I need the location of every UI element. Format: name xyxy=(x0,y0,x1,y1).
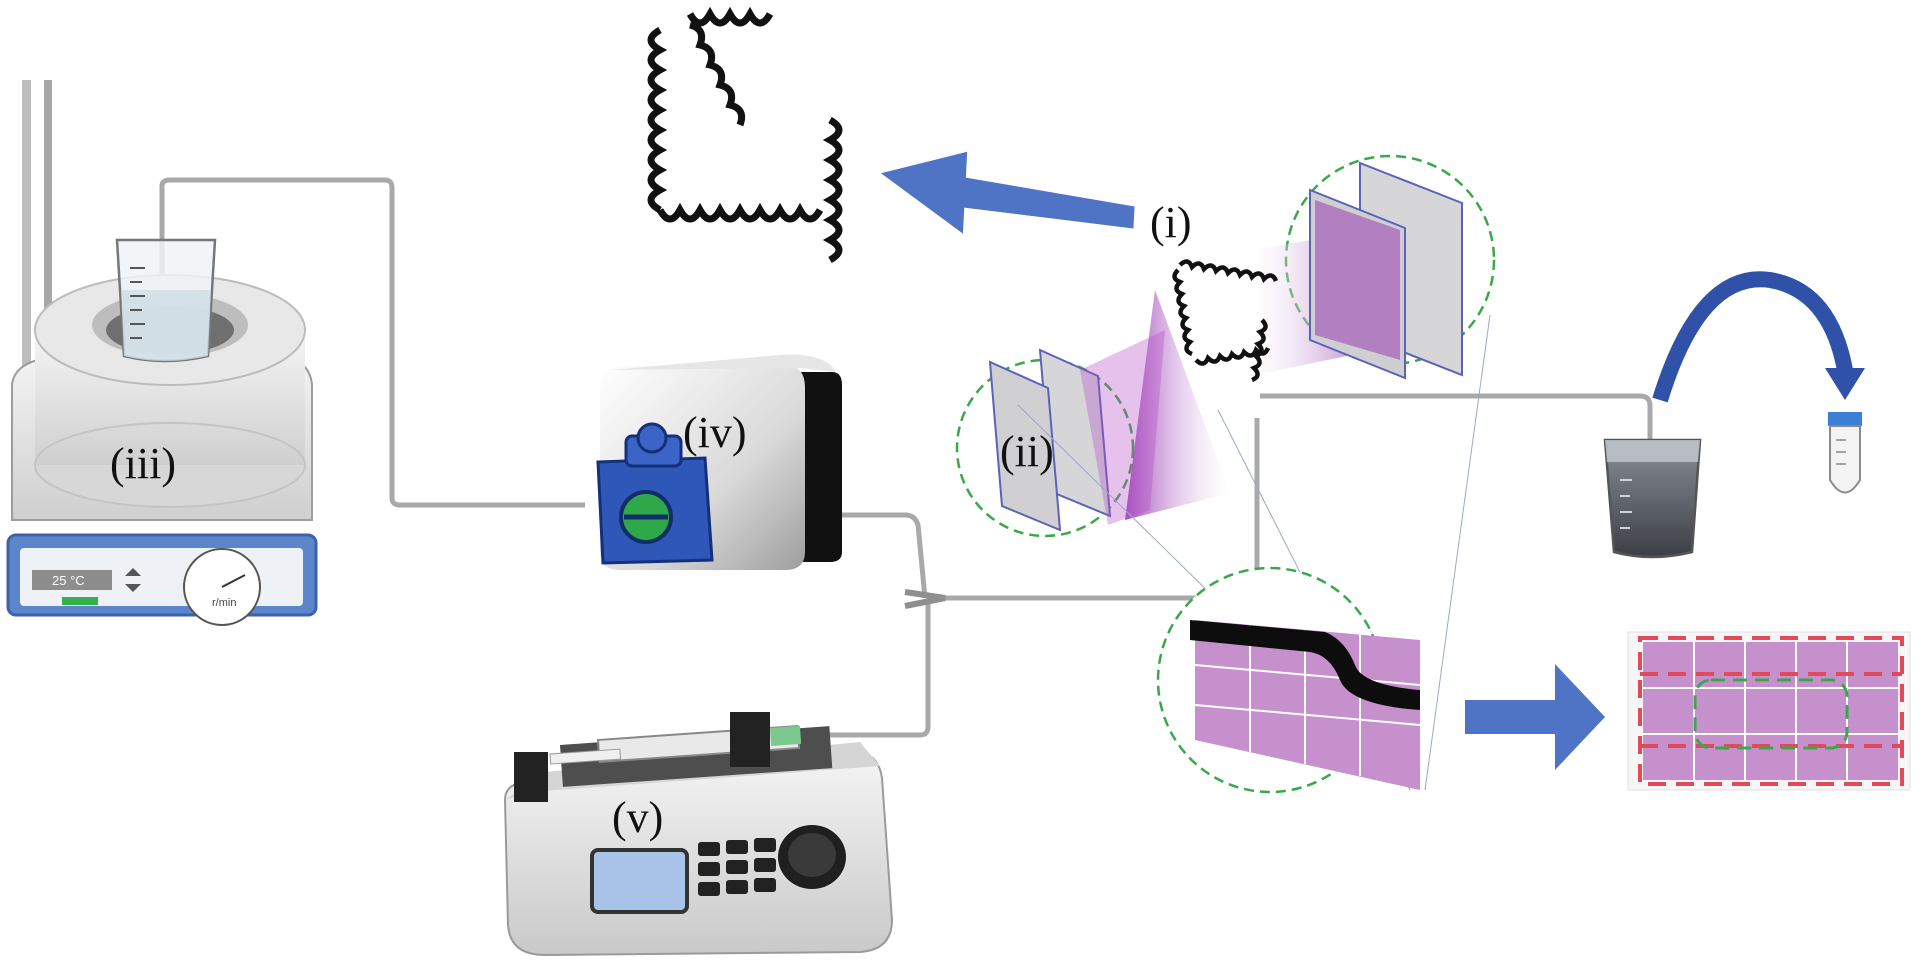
coil-small-left xyxy=(1172,268,1195,357)
result-arrow-icon xyxy=(1465,664,1605,770)
hot-plate-stirrer-icon: 25 °C r/min (iii) xyxy=(6,80,318,626)
coil-zoom-top xyxy=(686,6,774,27)
mantle-bottom-edge xyxy=(34,422,306,508)
temperature-readout: 25 °C xyxy=(52,573,85,588)
syringe-tip xyxy=(770,725,802,746)
laser-zoom-circle-left xyxy=(955,358,1135,538)
patterned-substrate-icon xyxy=(1627,631,1911,791)
syringe-pump-screen xyxy=(590,848,689,914)
green-dashed-frame xyxy=(1693,678,1849,750)
syringe-plunger xyxy=(549,748,622,765)
syringe-block-right xyxy=(730,712,770,767)
label-v: (v) xyxy=(612,793,663,842)
stand-rod xyxy=(22,80,31,380)
label-iii: (iii) xyxy=(110,439,176,488)
coil-small-top xyxy=(1178,259,1279,284)
y-junction xyxy=(904,589,946,609)
pump-box-top xyxy=(610,354,836,372)
syringe-pump-keypad xyxy=(698,838,776,896)
zoom-arrow-icon xyxy=(880,151,1135,234)
green-indicator xyxy=(62,597,98,605)
grid-zoom xyxy=(1017,314,1491,794)
coil-zoom-top-diag xyxy=(688,21,746,127)
red-dashed-frame xyxy=(1638,636,1904,786)
laser-sheet-icon: (ii) xyxy=(955,154,1496,538)
temperature-display xyxy=(32,570,112,590)
curved-transfer-arrow-icon xyxy=(1652,271,1853,403)
label-i: (i) xyxy=(1150,198,1192,247)
laser-beam-left xyxy=(1125,290,1230,520)
label-ii: (ii) xyxy=(1000,427,1054,476)
beaker-icon xyxy=(115,238,217,363)
tube-syringe-to-junction xyxy=(810,600,931,738)
grid-substrate xyxy=(1195,620,1420,790)
coil-zoom-bottom xyxy=(656,202,824,223)
coil-zoom-right xyxy=(822,116,843,264)
tube-pump-to-junction xyxy=(700,512,928,599)
coil-small-bottom xyxy=(1194,345,1271,366)
collection-beaker-icon xyxy=(1603,438,1702,559)
coil-zoom-left xyxy=(647,26,668,214)
coil-small-right xyxy=(1249,318,1268,383)
tube-beaker-to-pump xyxy=(159,177,585,508)
speed-dial-unit: r/min xyxy=(212,597,236,609)
tube-coil-to-beaker xyxy=(1260,393,1653,500)
deposited-film-icon xyxy=(1190,620,1420,710)
label-iv: (iv) xyxy=(683,408,747,457)
filter-plate-front-left xyxy=(988,360,1062,532)
beaker-liquid xyxy=(121,290,211,361)
up-down-arrows-icon xyxy=(125,568,141,592)
collection-tube-icon xyxy=(1828,412,1862,494)
syringe-block-left xyxy=(514,752,548,802)
coil-icon xyxy=(1172,259,1279,383)
syringe-pump-icon: (v) xyxy=(503,712,894,957)
peristaltic-pump-icon: (iv) xyxy=(596,354,842,570)
coil-zoom-icon xyxy=(647,6,843,264)
stand-rod-2 xyxy=(44,80,52,340)
